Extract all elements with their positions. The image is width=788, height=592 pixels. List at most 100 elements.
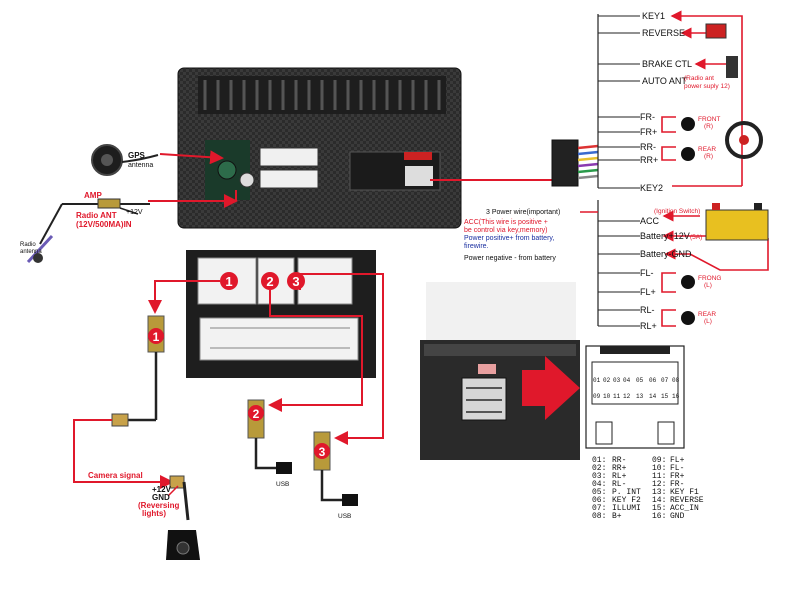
reverse-camera <box>166 475 200 560</box>
svg-text:10: 10 <box>603 393 611 400</box>
svg-text:12:: 12: <box>652 480 666 489</box>
radio-ant-label-2: (12V/500MA)IN <box>76 220 132 229</box>
positive-note-2: firewire. <box>464 243 489 250</box>
svg-text:14:: 14: <box>652 496 666 505</box>
svg-text:FR-: FR- <box>670 480 684 489</box>
svg-text:08: 08 <box>672 377 680 384</box>
port-marker-label: 1 <box>225 274 232 289</box>
svg-text:09:: 09: <box>652 456 666 465</box>
cable-marker-1: 1 <box>148 328 164 344</box>
wire-label-reverse: REVERSE <box>642 28 685 38</box>
radio-antenna-label: Radio <box>20 242 36 248</box>
port-wires <box>148 273 384 445</box>
wire-label-fr-plus: FR+ <box>640 127 657 137</box>
svg-text:12: 12 <box>623 393 631 400</box>
wire-label-battery: Battery+12V <box>640 231 690 241</box>
svg-text:05:: 05: <box>592 488 606 497</box>
power-notes-title: 3 Power wire(important) <box>486 209 560 216</box>
plus12-label: +12V <box>126 209 143 216</box>
negative-note: Power negative - from battery <box>464 255 556 262</box>
wire-label-rr-plus: RR+ <box>640 155 658 165</box>
cable-marker-3: 3 <box>314 443 330 459</box>
amp-label: AMP <box>84 191 102 200</box>
svg-text:RR-: RR- <box>612 456 626 465</box>
fuse-label: (5A) <box>690 234 702 241</box>
svg-text:04:: 04: <box>592 480 606 489</box>
pinout-numbers: 01 02 03 04 05 06 07 08 09 10 11 12 13 1… <box>593 377 680 400</box>
gps-antenna <box>91 144 159 176</box>
svg-text:REVERSE: REVERSE <box>670 496 704 505</box>
svg-text:2: 2 <box>253 407 260 421</box>
wire-label-auto-ant: AUTO ANT <box>642 76 687 86</box>
svg-text:13:: 13: <box>652 488 666 497</box>
svg-text:KEY F1: KEY F1 <box>670 488 699 497</box>
positive-note-1: Power positive+ from battery, <box>464 235 554 242</box>
pinout-table: 01:RR- 02:RR+ 03:RL+ 04:RL- 05:P. INT 06… <box>592 456 704 521</box>
radio-ant-label: Radio ANT <box>76 211 117 220</box>
svg-text:RL+: RL+ <box>612 472 627 481</box>
svg-text:06:: 06: <box>592 496 606 505</box>
svg-text:04: 04 <box>623 377 631 384</box>
svg-text:KEY F2: KEY F2 <box>612 496 641 505</box>
svg-text:16:: 16: <box>652 512 666 521</box>
svg-text:10:: 10: <box>652 464 666 473</box>
svg-text:02: 02 <box>603 377 611 384</box>
connector-photo <box>186 250 376 378</box>
radio-antenna-label-2: antenna <box>20 249 42 255</box>
speaker-rear-l-side: (L) <box>704 318 712 325</box>
port-marker-label: 2 <box>266 274 273 289</box>
svg-text:13: 13 <box>636 393 644 400</box>
svg-text:B+: B+ <box>612 512 622 521</box>
background-photo <box>426 282 576 342</box>
wire-label-key2: KEY2 <box>640 183 663 193</box>
camera-lights-label: lights) <box>142 509 166 518</box>
wire-label-acc: ACC <box>640 216 660 226</box>
svg-text:RR+: RR+ <box>612 464 627 473</box>
pinout-connector <box>585 345 685 449</box>
svg-text:FL+: FL+ <box>670 456 685 465</box>
gps-label: GPS <box>128 151 146 160</box>
usb-cable-3 <box>313 431 358 506</box>
speaker-front-l-label: FRONG <box>698 275 721 282</box>
svg-text:FL-: FL- <box>670 464 684 473</box>
speaker-rear-l-label: REAR <box>698 311 716 318</box>
svg-text:GND: GND <box>670 512 685 521</box>
brake-pedal-icon <box>726 56 738 78</box>
usb-label-2: USB <box>276 481 289 488</box>
svg-text:11:: 11: <box>652 472 666 481</box>
svg-text:15:: 15: <box>652 504 666 513</box>
gps-label-2: antenna <box>128 162 153 169</box>
svg-text:ILLUMI: ILLUMI <box>612 504 641 513</box>
svg-text:05: 05 <box>636 377 644 384</box>
speaker-front-l-side: (L) <box>704 282 712 289</box>
speaker-front-r-label: FRONT <box>698 116 720 123</box>
svg-text:P. INT: P. INT <box>612 488 641 497</box>
wire-label-brake: BRAKE CTL <box>642 59 692 69</box>
svg-text:RL-: RL- <box>612 480 626 489</box>
camera-plus12-label: +12V <box>152 485 172 494</box>
reverse-camera-icon <box>705 23 727 39</box>
head-unit-rear <box>177 67 462 229</box>
wire-label-battery-gnd: Battery-GND <box>640 249 692 259</box>
port-marker-label: 3 <box>292 274 299 289</box>
svg-text:03:: 03: <box>592 472 606 481</box>
svg-text:01:: 01: <box>592 456 606 465</box>
wire-label-rr-minus: RR- <box>640 142 656 152</box>
main-harness <box>430 139 599 187</box>
svg-text:FR+: FR+ <box>670 472 685 481</box>
wire-label-rl-plus: RL+ <box>640 321 657 331</box>
camera-signal-label: Camera signal <box>88 471 143 480</box>
svg-text:15: 15 <box>661 393 669 400</box>
camera-gnd-label: GND <box>152 493 170 502</box>
speaker-rear-r-label: REAR <box>698 146 716 153</box>
svg-text:ACC_IN: ACC_IN <box>670 504 699 513</box>
speaker-rear-r-side: (R) <box>704 153 713 160</box>
svg-text:09: 09 <box>593 393 601 400</box>
svg-text:11: 11 <box>613 393 621 400</box>
ignition-label: (Ignition Switch) <box>654 208 700 215</box>
svg-text:07:: 07: <box>592 504 606 513</box>
svg-text:3: 3 <box>319 445 326 459</box>
cable-marker-2: 2 <box>248 405 264 421</box>
arrow-right-icon <box>522 356 580 420</box>
